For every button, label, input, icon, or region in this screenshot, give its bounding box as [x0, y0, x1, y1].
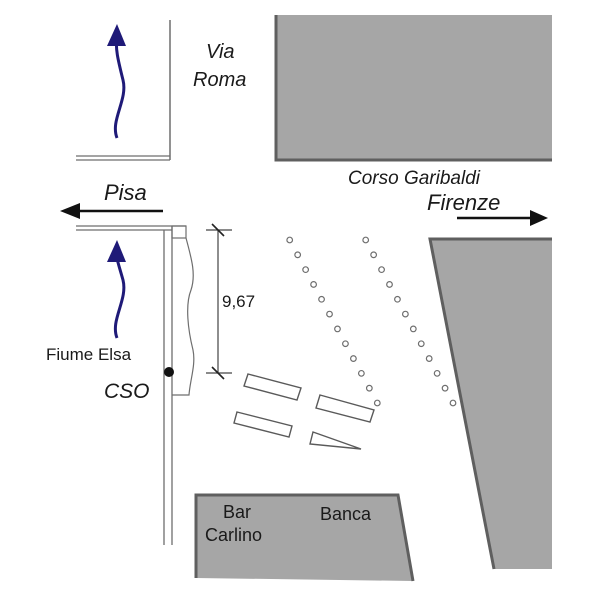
pole-marker — [394, 295, 401, 303]
arrow-right-icon — [457, 210, 548, 226]
building-bottom — [194, 493, 415, 582]
river-flow-arrow-bottom — [107, 240, 126, 339]
fiume-elsa-label: Fiume Elsa — [46, 345, 132, 364]
pole-marker — [357, 369, 365, 377]
pole-marker — [433, 369, 441, 377]
pole-marker — [294, 251, 302, 259]
pole-marker — [425, 355, 433, 362]
pole-marker — [326, 310, 333, 318]
pole-marker — [441, 384, 449, 392]
pole-marker — [386, 281, 393, 288]
arrow-left-icon — [60, 203, 163, 219]
pole-marker — [362, 236, 370, 244]
parked-car-1 — [243, 373, 302, 401]
pole-marker — [334, 325, 341, 333]
pisa-label: Pisa — [104, 180, 147, 205]
bar-carlino-label-line2: Carlino — [205, 525, 262, 545]
building-top-right — [274, 15, 552, 162]
pole-marker — [342, 340, 349, 348]
pole-row-2 — [362, 236, 457, 407]
parked-car-3 — [233, 411, 293, 438]
dimension-label: 9,67 — [222, 292, 255, 311]
river-flow-arrow-top — [107, 24, 126, 139]
pole-marker — [318, 295, 325, 303]
pole-row-1 — [286, 236, 381, 407]
via-roma-label-line2: Roma — [193, 69, 246, 91]
pole-marker — [373, 399, 381, 407]
banca-label: Banca — [320, 504, 372, 524]
corso-garibaldi-label: Corso Garibaldi — [348, 168, 481, 189]
cso-point-marker — [164, 367, 174, 377]
via-roma-label-line1: Via — [206, 41, 235, 63]
pole-marker — [378, 266, 385, 274]
building-right — [428, 237, 552, 570]
top-left-corner-outline — [76, 20, 171, 161]
pole-marker — [370, 251, 378, 259]
pole-marker — [449, 399, 457, 407]
dimension-line — [206, 223, 232, 380]
cso-label: CSO — [104, 380, 150, 403]
firenze-label: Firenze — [427, 190, 500, 215]
traffic-island — [309, 431, 362, 450]
pole-marker — [417, 340, 425, 348]
bar-carlino-label-line1: Bar — [223, 502, 251, 522]
parked-car-2 — [315, 394, 375, 423]
pole-marker — [365, 384, 373, 392]
pole-marker — [350, 355, 357, 362]
riverbank-lines — [76, 225, 195, 545]
pole-marker — [310, 281, 317, 288]
pole-marker — [409, 325, 417, 333]
pole-marker — [286, 236, 294, 244]
pole-marker — [401, 310, 409, 318]
pole-marker — [302, 266, 310, 274]
